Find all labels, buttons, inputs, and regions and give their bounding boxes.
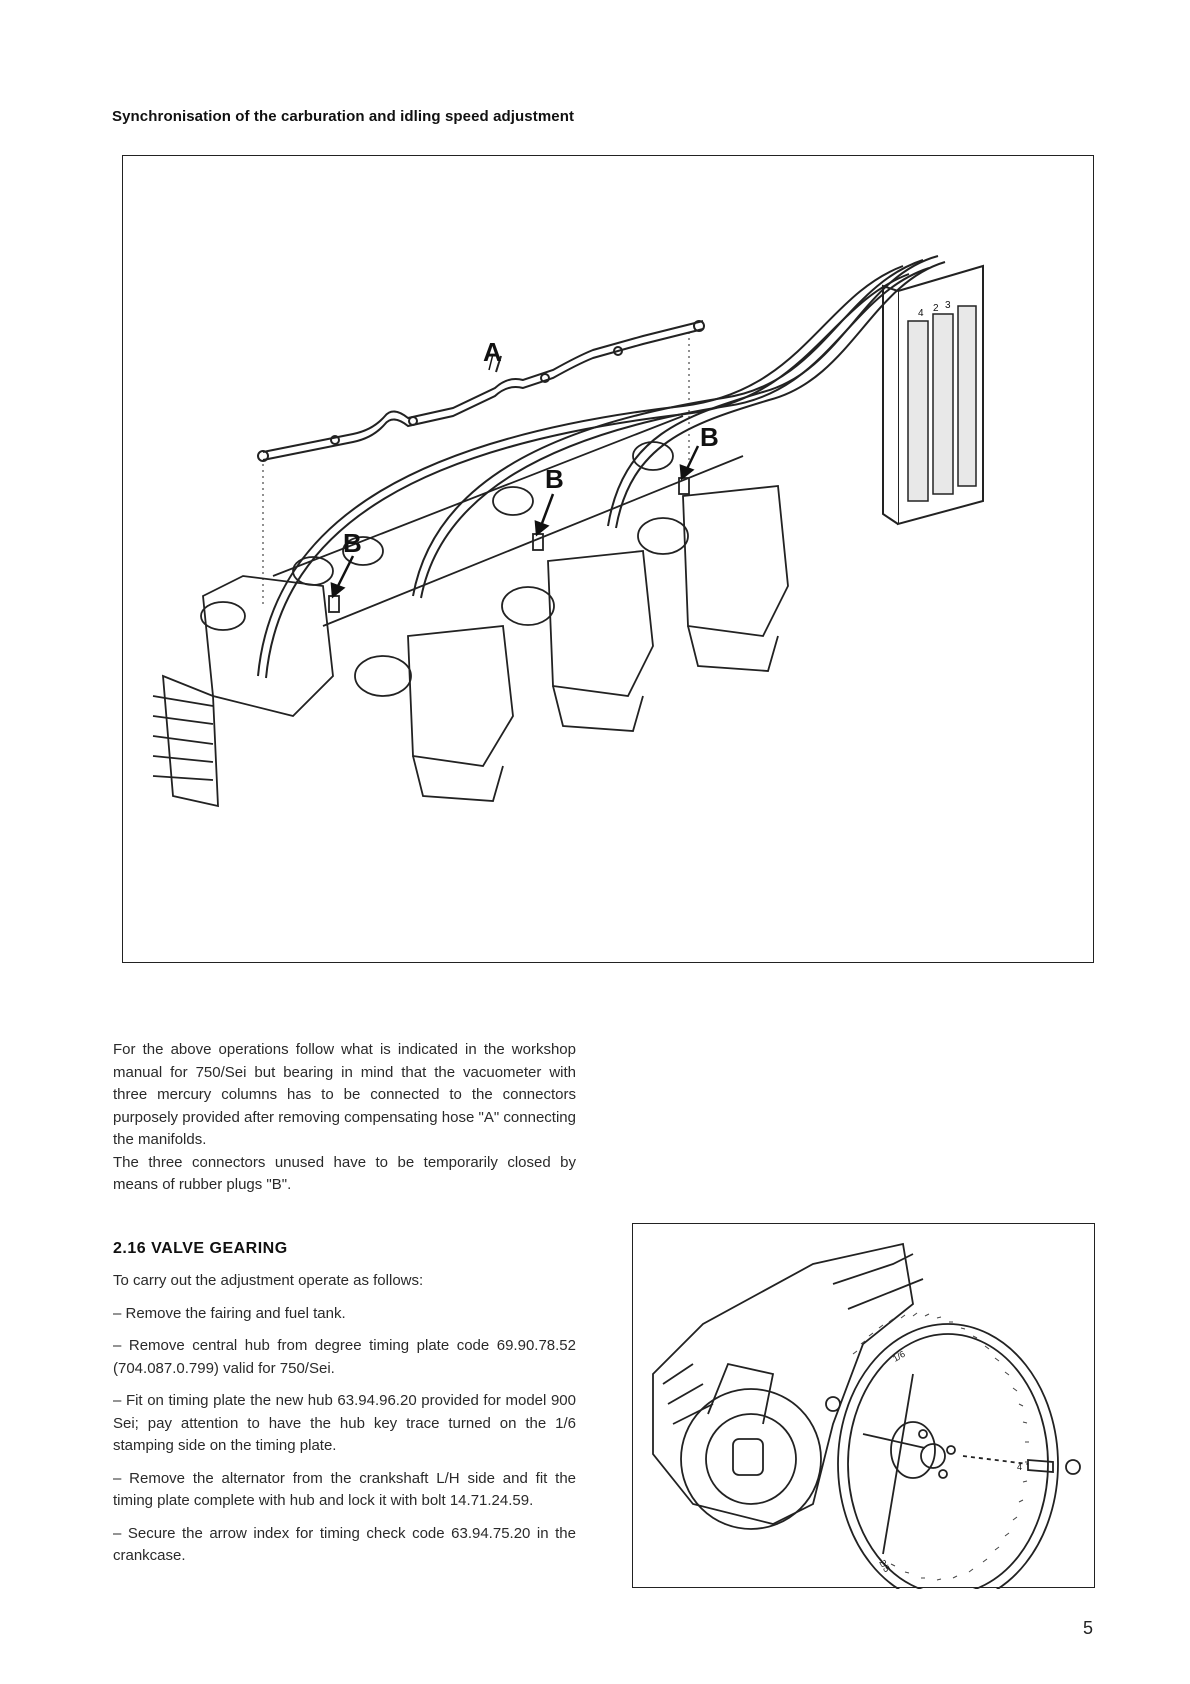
section-intro: To carry out the adjustment operate as f…: [113, 1272, 424, 1289]
label-hose-a: A: [483, 337, 502, 367]
intro-paragraph: For the above operations follow what is …: [113, 1041, 576, 1148]
dial-label: 4: [1017, 1462, 1022, 1472]
section-title: 2.16 VALVE GEARING: [113, 1240, 288, 1257]
step-item: – Remove central hub from degree timing …: [113, 1337, 576, 1377]
step-item: – Fit on timing plate the new hub 63.94.…: [113, 1392, 576, 1454]
step-item: – Secure the arrow index for timing chec…: [113, 1524, 576, 1565]
page-heading: Synchronisation of the carburation and i…: [112, 108, 575, 125]
carburettor-sync-drawing: 4 2 3: [152, 255, 984, 808]
section-steps: To carry out the adjustment operate as f…: [113, 1270, 576, 1578]
step-item: – Remove the fairing and fuel tank.: [113, 1304, 346, 1322]
gauge-number: 3: [945, 300, 951, 311]
dial-label: 1/6: [891, 1349, 907, 1364]
page-number: 5: [1083, 1618, 1094, 1638]
gauge-number: 4: [918, 308, 924, 319]
label-plug-b: B: [343, 528, 362, 558]
intro-paragraph: The three connectors unused have to be t…: [113, 1153, 576, 1194]
dial-label: 2/5: [877, 1558, 892, 1574]
timing-plate-drawing: 1/6 2/5 4: [652, 1242, 1081, 1589]
label-plug-b: B: [545, 464, 564, 494]
step-item: – Remove the alternator from the cranksh…: [113, 1469, 576, 1510]
gauge-number: 2: [933, 303, 939, 314]
carburettor-sync-figure: 4 2 3: [122, 155, 1094, 963]
label-plug-b: B: [700, 422, 719, 452]
intro-text: For the above operations follow what is …: [113, 1039, 576, 1197]
timing-plate-figure: 1/6 2/5 4: [632, 1223, 1095, 1589]
